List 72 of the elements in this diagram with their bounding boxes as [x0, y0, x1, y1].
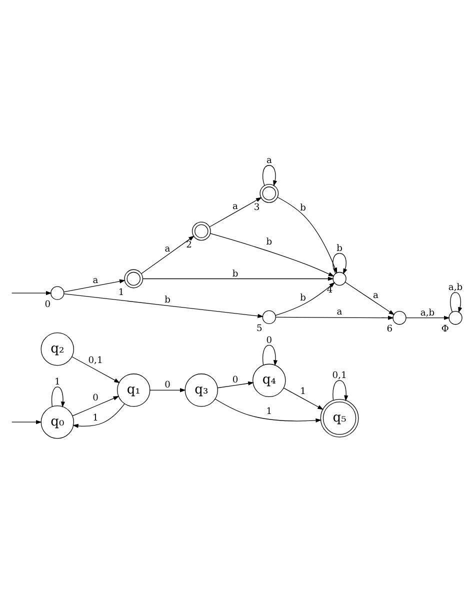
arrow [275, 315, 394, 320]
edge-label: b [300, 202, 306, 213]
arrow [450, 292, 462, 313]
arrow [209, 196, 262, 227]
arrow [283, 387, 324, 410]
edge-label: 1 [300, 386, 306, 397]
node-label: 4 [326, 285, 333, 296]
arrow [217, 380, 254, 388]
arrow [64, 292, 264, 318]
arrow [210, 232, 334, 276]
node-circle: q₃ [184, 373, 218, 406]
arrow [141, 235, 194, 274]
arrow [332, 252, 348, 274]
edge-label: a [336, 307, 342, 318]
arrow [150, 388, 186, 392]
edge-label: a,b [448, 282, 463, 292]
edge-label: 0 [232, 374, 238, 385]
arrow [12, 290, 52, 295]
arrow [275, 282, 336, 316]
arrow [406, 315, 450, 320]
arrow [344, 281, 395, 315]
edge-label: 0 [92, 393, 98, 404]
arrow [262, 344, 278, 366]
node-label: 3 [254, 202, 260, 212]
node-circle: q₁ [117, 373, 150, 406]
edge-label: b [300, 292, 306, 303]
edge-label: 0 [164, 380, 170, 390]
node-circle [332, 271, 346, 286]
node-circle [448, 310, 462, 324]
arrow [51, 386, 66, 408]
node-label: Φ [441, 324, 449, 334]
edge-label: 0 [266, 335, 272, 346]
node-label: 0 [44, 299, 51, 310]
edge-label: 0,1 [332, 370, 347, 380]
edge-label: a [92, 275, 98, 286]
node-circle: q₅ [320, 398, 359, 437]
edge-label: b [232, 268, 238, 279]
edge-label: 1 [92, 412, 98, 423]
arrow [72, 403, 125, 428]
node-circle [260, 183, 279, 202]
edge-label: 0,1 [88, 355, 103, 366]
arrow [214, 398, 322, 422]
node-circle [124, 268, 144, 288]
node-label: 2 [186, 240, 192, 250]
edge-label: a [164, 244, 170, 254]
edge-label: a [266, 155, 272, 166]
node-circle [192, 221, 211, 240]
edge-label: a [372, 290, 378, 300]
edge-label: 1 [54, 376, 60, 387]
arrow [12, 420, 42, 424]
edge-label: b [266, 236, 272, 247]
node-circle [262, 310, 276, 324]
arrow [72, 356, 120, 383]
arrow [262, 164, 278, 186]
node-circle [50, 286, 64, 300]
edge-label: a,b [420, 308, 435, 318]
edge-label: a [232, 202, 238, 212]
arrow [64, 278, 126, 292]
edge-label: b [336, 243, 342, 254]
node-circle: q₄ [252, 363, 286, 397]
node-label: 1 [118, 288, 124, 298]
edge-label: b [164, 294, 170, 305]
node-circle [392, 310, 406, 324]
arrow [277, 196, 338, 274]
arrow [72, 396, 120, 416]
edge-label: 1 [266, 406, 272, 416]
arrow [142, 276, 334, 280]
arrow [332, 380, 348, 401]
node-circle: q₂ [40, 332, 74, 366]
node-label: 6 [386, 324, 393, 334]
node-circle: q₀ [40, 405, 74, 438]
node-label: 5 [256, 324, 262, 334]
